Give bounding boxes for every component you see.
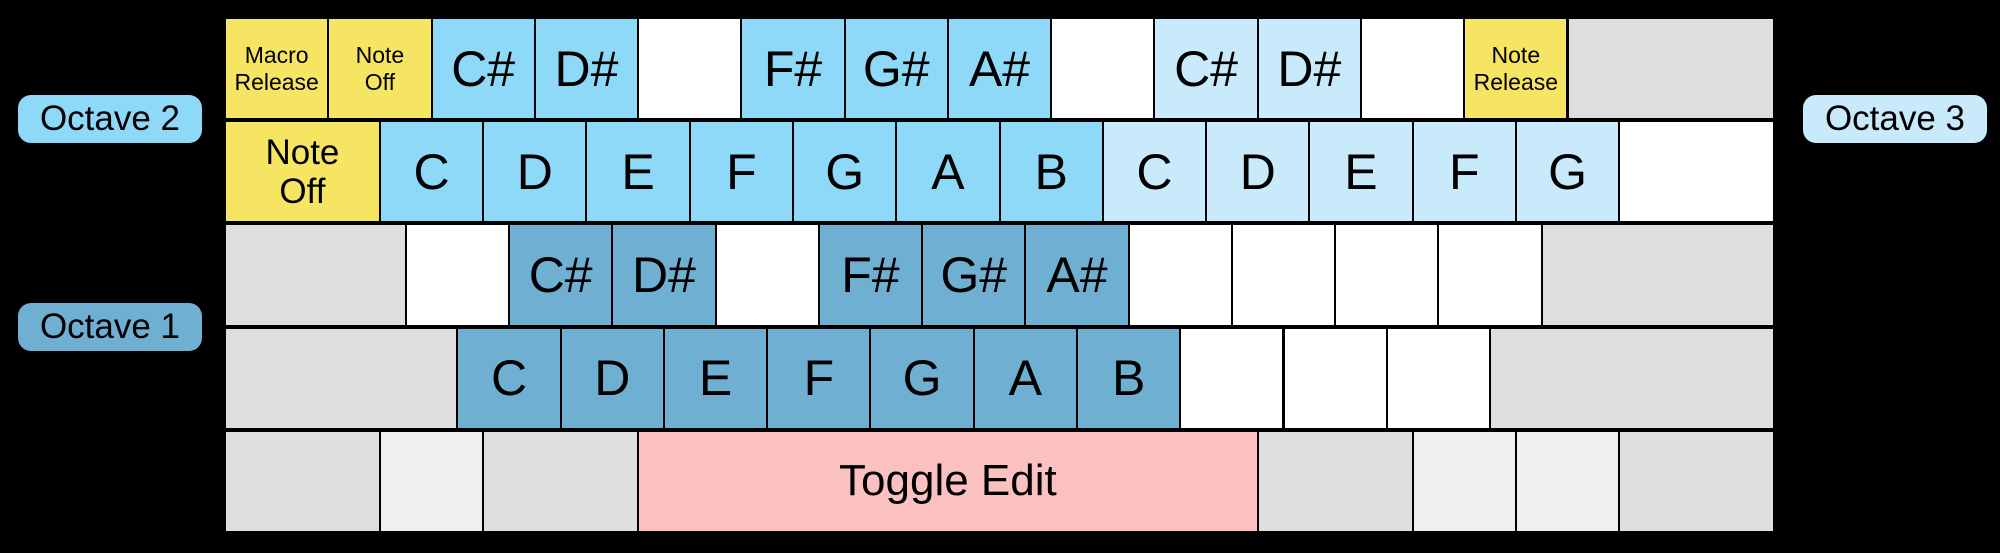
key-q: C — [378, 120, 485, 224]
key-u: B — [998, 120, 1104, 224]
key-j: A# — [1024, 223, 1130, 327]
key-rbracket: G — [1514, 120, 1621, 224]
key-8 — [1050, 17, 1156, 121]
key-c: E — [662, 326, 769, 430]
key-7: A# — [946, 17, 1053, 121]
key-z: C — [456, 326, 562, 430]
key-enter — [1540, 223, 1776, 327]
key-lctrl — [224, 429, 381, 533]
key-k — [1127, 223, 1233, 327]
key-9: C# — [1153, 17, 1259, 121]
key-lshift — [224, 326, 459, 430]
key-capslock — [224, 223, 407, 327]
octave-1-label: Octave 1 — [18, 303, 202, 351]
key-grave: Macro Release — [224, 17, 330, 121]
key-rctrl — [1618, 429, 1775, 533]
key-6: G# — [843, 17, 949, 121]
key-p: E — [1308, 120, 1414, 224]
key-f — [714, 223, 820, 327]
key-backslash — [1618, 120, 1775, 224]
key-y: A — [895, 120, 1001, 224]
key-o: D — [1205, 120, 1311, 224]
octave-3-label: Octave 3 — [1803, 95, 1987, 143]
key-x: D — [559, 326, 665, 430]
key-menu — [1514, 429, 1621, 533]
key-l — [1230, 223, 1337, 327]
key-semicolon — [1334, 223, 1440, 327]
key-a — [404, 223, 510, 327]
key-g: F# — [817, 223, 924, 327]
key-period — [1282, 326, 1388, 430]
key-2: C# — [430, 17, 536, 121]
key-m: B — [1076, 326, 1182, 430]
key-rshift — [1489, 326, 1776, 430]
key-s: C# — [508, 223, 614, 327]
key-backspace — [1566, 17, 1775, 121]
key-t: G — [792, 120, 898, 224]
key-d: D# — [611, 223, 717, 327]
key-r: F — [688, 120, 794, 224]
key-4 — [637, 17, 743, 121]
key-b: G — [869, 326, 975, 430]
key-h: G# — [921, 223, 1027, 327]
key-lwin — [378, 429, 485, 533]
key-n: A — [972, 326, 1078, 430]
key-lalt — [482, 429, 640, 533]
key-3: D# — [533, 17, 640, 121]
key-space: Toggle Edit — [637, 429, 1259, 533]
octave-2-label: Octave 2 — [18, 95, 202, 143]
key-i: C — [1101, 120, 1208, 224]
key-lbracket: F — [1411, 120, 1517, 224]
key-1: Note Off — [327, 17, 433, 121]
key-v: F — [766, 326, 872, 430]
key-rwin — [1411, 429, 1517, 533]
key-comma — [1179, 326, 1285, 430]
key-w: D — [482, 120, 588, 224]
key-minus — [1360, 17, 1466, 121]
key-e: E — [585, 120, 691, 224]
key-quote — [1437, 223, 1543, 327]
key-0: D# — [1256, 17, 1362, 121]
key-ralt — [1256, 429, 1414, 533]
key-tab: Note Off — [224, 120, 381, 224]
key-equals: Note Release — [1463, 17, 1569, 121]
key-slash — [1385, 326, 1492, 430]
key-5: F# — [740, 17, 846, 121]
